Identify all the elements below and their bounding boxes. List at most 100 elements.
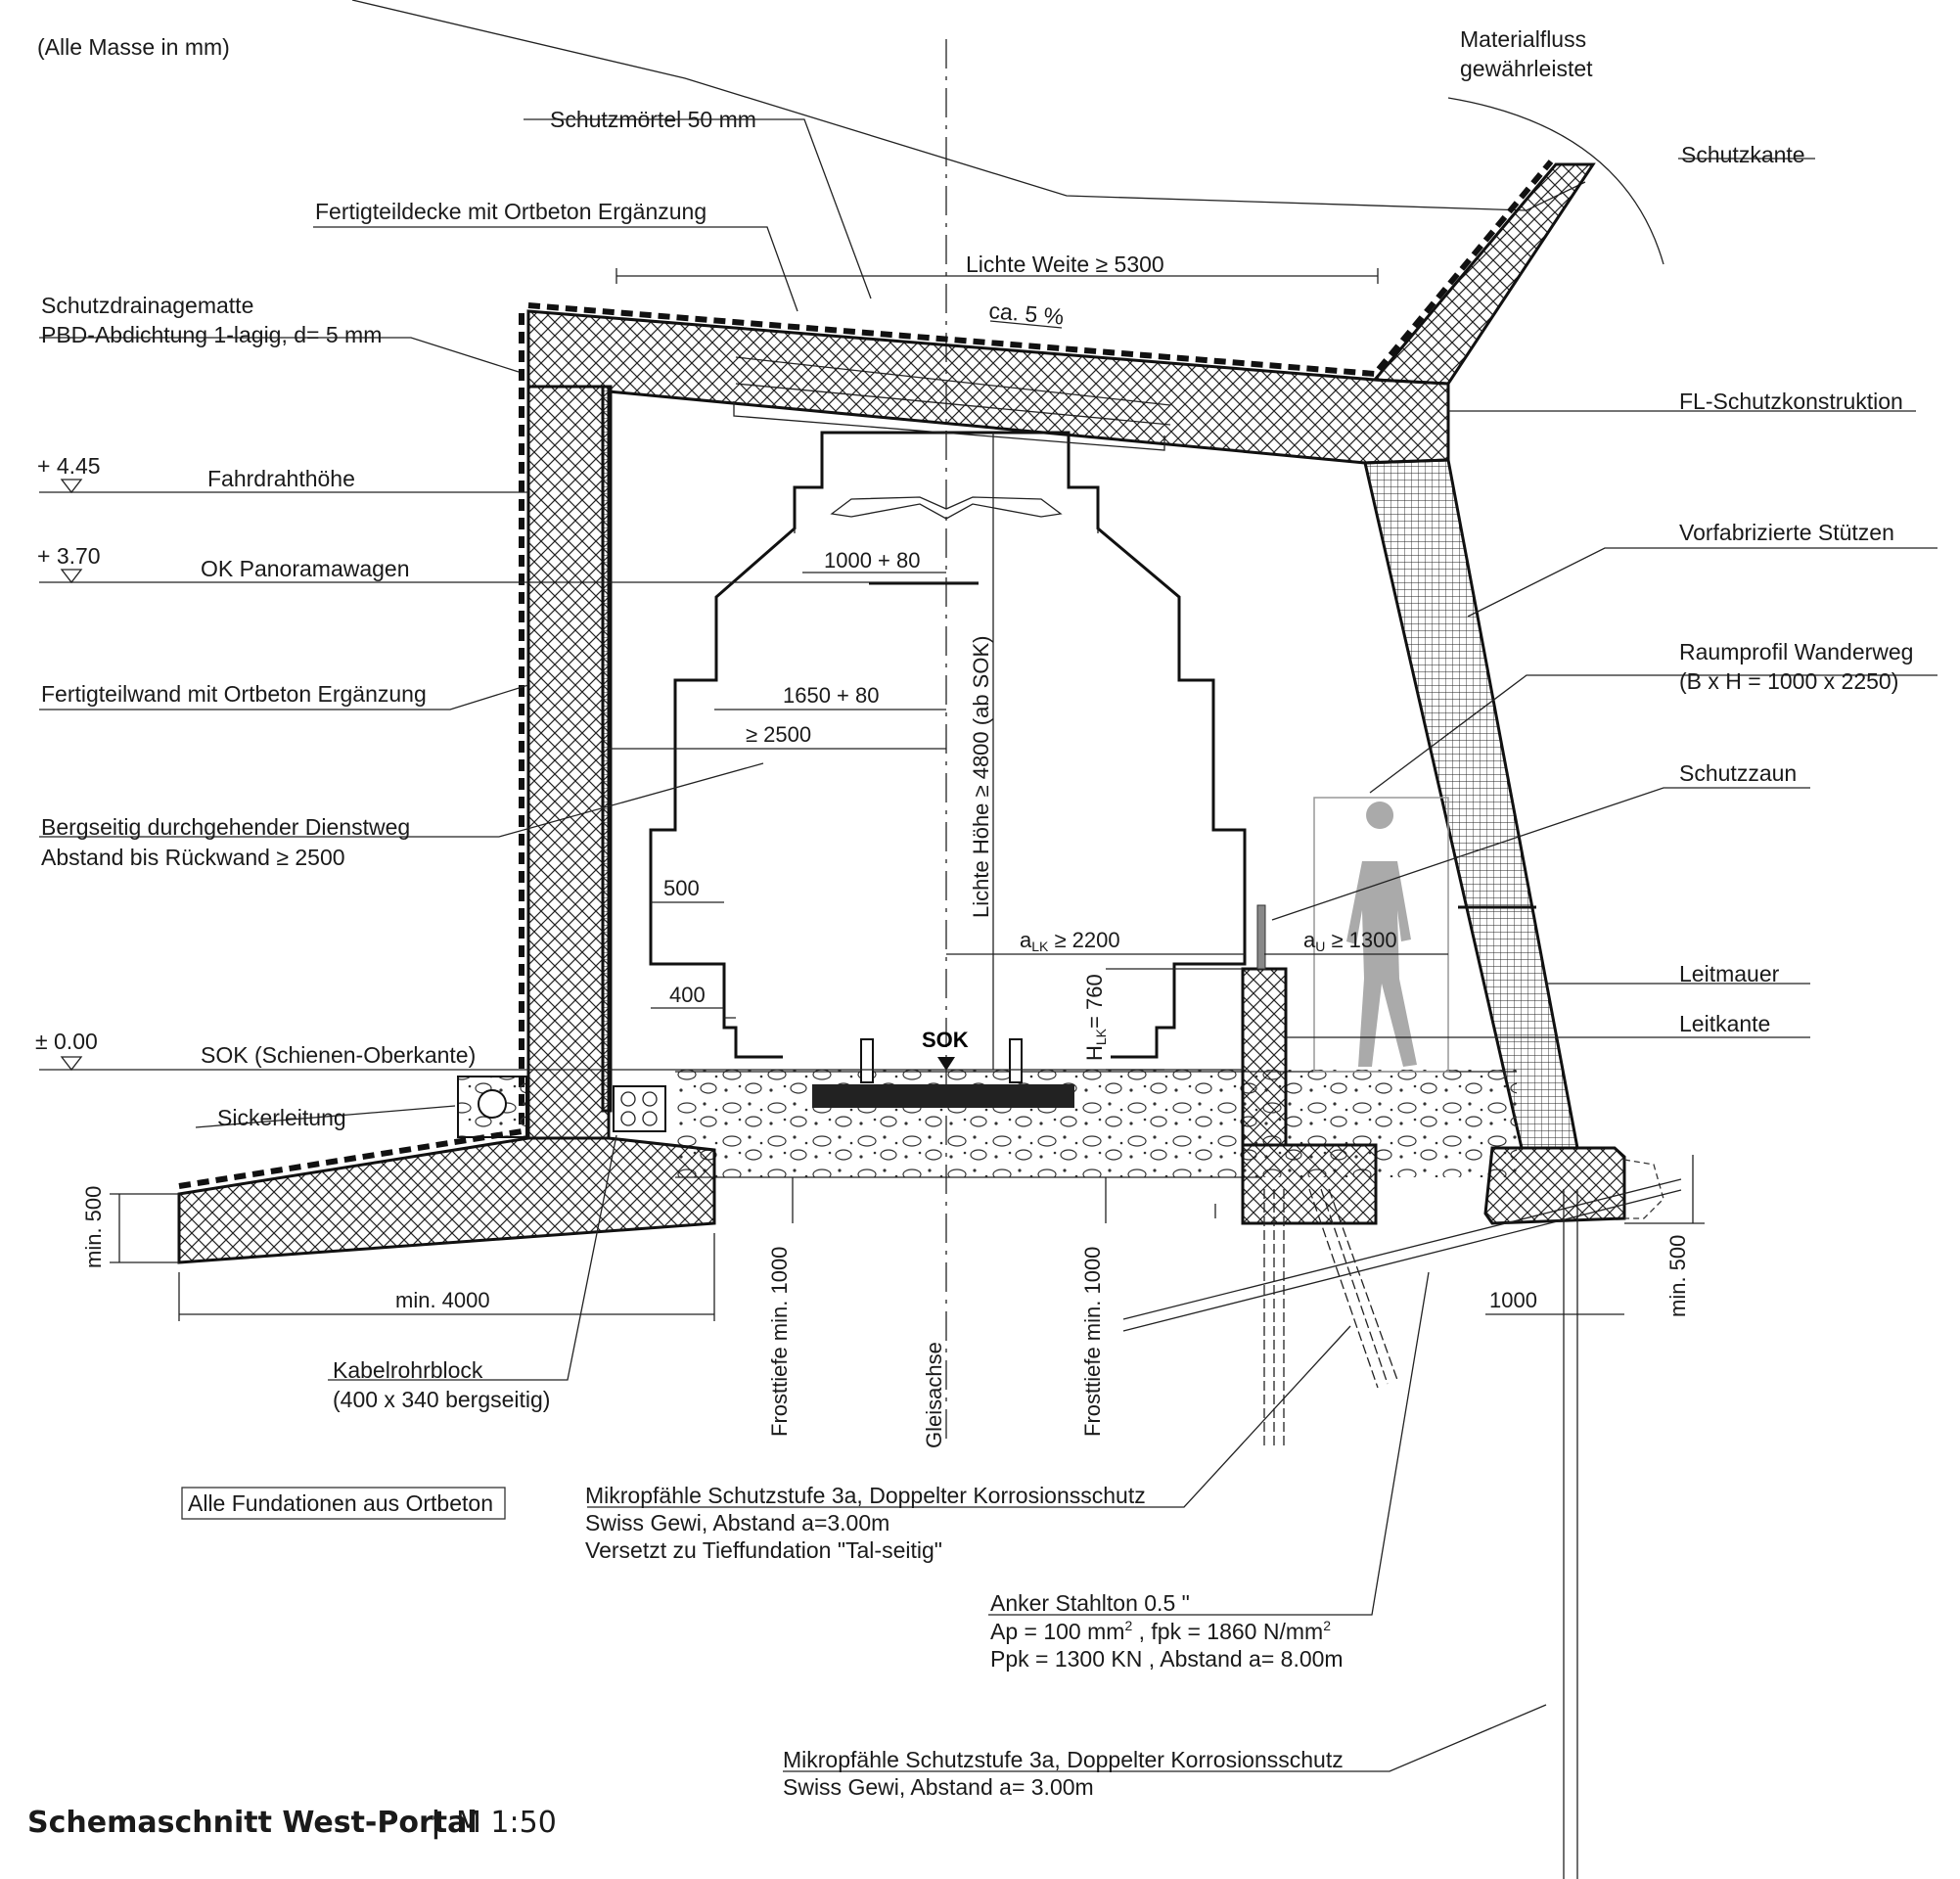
units-note: (Alle Masse in mm) [37,34,230,60]
micropile-right [1563,1189,1578,1879]
hlk-rest: = 760 [1082,974,1107,1029]
dim-lichte-weite: Lichte Weite ≥ 5300 [966,252,1164,277]
label-sickerleitung: Sickerleitung [217,1105,346,1130]
drawing-title: Schemaschnitt West-Portal [27,1806,478,1840]
micropile-left-vertical [1263,1189,1285,1448]
label-sok: SOK [922,1028,969,1052]
label-materialfluss-1: Materialfluss [1460,26,1586,52]
sok-marker [937,1057,955,1071]
dim-2500: ≥ 2500 [746,722,811,747]
au-sub: U [1315,939,1325,954]
anker-ap-sup: 2 [1124,1618,1132,1633]
foundations-note-box [181,1487,506,1520]
label-fl-schutz: FL-Schutzkonstruktion [1679,389,1903,414]
dim-400: 400 [669,983,706,1007]
title-separator: | [431,1806,441,1840]
label-drainagematte: Schutzdrainagematte [41,293,253,318]
dim-1650-80: 1650 + 80 [783,683,879,708]
anker-fpk-sup: 2 [1323,1618,1331,1633]
micropile-left-inclined [1308,1188,1398,1389]
fl-protection-line [735,356,1171,406]
label-mikro2-2: Swiss Gewi, Abstand a= 3.00m [783,1774,1094,1800]
cable-conduit-block [613,1085,666,1132]
rail-right [1009,1038,1023,1083]
dim-1000-right: 1000 [1489,1288,1537,1312]
dim-hlk: HLK= 760 [1082,974,1109,1061]
dim-alk: aLK ≥ 2200 [1020,928,1120,954]
label-gefaelle: ca. 5 % [988,298,1066,330]
label-leitmauer: Leitmauer [1679,961,1780,986]
anchor-strand [1122,1178,1682,1332]
dim-min500-right: min. 500 [1665,1235,1690,1317]
rail-left [860,1038,874,1083]
level-000: ± 0.00 [35,1029,98,1054]
roof-panel-marks [733,401,1165,451]
pantograph [830,496,1063,520]
level-marker-370 [60,569,83,584]
label-fertigteildecke: Fertigteildecke mit Ortbeton Ergänzung [315,199,707,224]
dim-lichte-hoehe: Lichte Höhe ≥ 4800 (ab SOK) [969,636,993,918]
fence-post [1256,904,1266,970]
dim-min4000: min. 4000 [395,1288,490,1312]
guide-wall-footing [1241,1143,1378,1225]
label-mikro1-2: Swiss Gewi, Abstand a=3.00m [585,1510,889,1535]
label-dienstweg-2: Abstand bis Rückwand ≥ 2500 [41,845,345,870]
drawing-scale: M 1:50 [456,1806,557,1840]
materialfluss-line [1447,97,1664,265]
protective-edge-arm [1371,162,1596,386]
au-a: a [1303,928,1316,952]
label-stuetzen: Vorfabrizierte Stützen [1679,520,1894,545]
level-marker-445 [60,479,83,494]
dim-gleisachse: Gleisachse [922,1342,946,1448]
label-pbd: PBD-Abdichtung 1-lagig, d= 5 mm [41,322,382,347]
label-sok-full: SOK (Schienen-Oberkante) [201,1042,476,1068]
alk-a: a [1020,928,1032,952]
label-schutzmoertel: Schutzmörtel 50 mm [550,107,756,132]
track-sleeper [812,1084,1074,1108]
anker-fpk: , fpk = 1860 N/mm [1132,1619,1323,1644]
right-footing-nose [1623,1159,1664,1219]
label-fahrdraht: Fahrdrahthöhe [207,466,355,491]
level-370: + 3.70 [37,543,101,569]
level-marker-000 [60,1056,83,1072]
roof-membrane [527,160,1554,378]
label-kabelrohr-1: Kabelrohrblock [333,1357,483,1383]
foundations-note: Alle Fundationen aus Ortbeton [188,1490,493,1516]
label-mikro1-3: Versetzt zu Tieffundation "Tal-seitig" [585,1537,942,1563]
vehicle-inner-profile [724,528,1099,1019]
dim-frost-right: Frosttiefe min. 1000 [1080,1247,1105,1437]
label-mikro2-1: Mikropfähle Schutzstufe 3a, Doppelter Ko… [783,1747,1344,1772]
hiker-silhouette-icon [1346,802,1417,1067]
seepage-pipe [478,1089,507,1119]
label-kabelrohr-2: (400 x 340 bergseitig) [333,1387,550,1412]
au-rest: ≥ 1300 [1325,928,1396,952]
label-raumprofil-1: Raumprofil Wanderweg [1679,639,1913,665]
label-dienstweg-1: Bergseitig durchgehender Dienstweg [41,814,410,840]
label-schutzkante: Schutzkante [1681,142,1805,167]
hlk-h: H [1082,1045,1107,1061]
label-ok-panorama: OK Panoramawagen [201,556,410,581]
anker-ap: Ap = 100 mm [990,1619,1124,1644]
label-leitkante: Leitkante [1679,1011,1770,1036]
dim-1000-80: 1000 + 80 [824,548,920,573]
alk-sub: LK [1031,939,1049,954]
label-schutzzaun: Schutzzaun [1679,760,1797,786]
label-anker-1: Anker Stahlton 0.5 " [990,1590,1190,1616]
label-mikro1-1: Mikropfähle Schutzstufe 3a, Doppelter Ko… [585,1483,1146,1508]
left-footing-membrane [178,1127,529,1189]
dim-min500-left: min. 500 [81,1186,106,1268]
label-materialfluss-2: gewährleistet [1460,56,1593,81]
fl-protection-line-2 [735,383,1171,426]
dim-au: aU ≥ 1300 [1303,928,1397,954]
alk-rest: ≥ 2200 [1048,928,1119,952]
level-445: + 4.45 [37,453,101,479]
hiker-clearance-box [1313,797,1449,1073]
label-anker-2: Ap = 100 mm2 , fpk = 1860 N/mm2 [990,1618,1331,1644]
dim-500: 500 [663,876,700,900]
label-raumprofil-2: (B x H = 1000 x 2250) [1679,668,1898,694]
label-anker-3: Ppk = 1300 KN , Abstand a= 8.00m [990,1646,1344,1672]
label-fertigteilwand: Fertigteilwand mit Ortbeton Ergänzung [41,681,427,707]
dim-frost-left: Frosttiefe min. 1000 [767,1247,792,1437]
